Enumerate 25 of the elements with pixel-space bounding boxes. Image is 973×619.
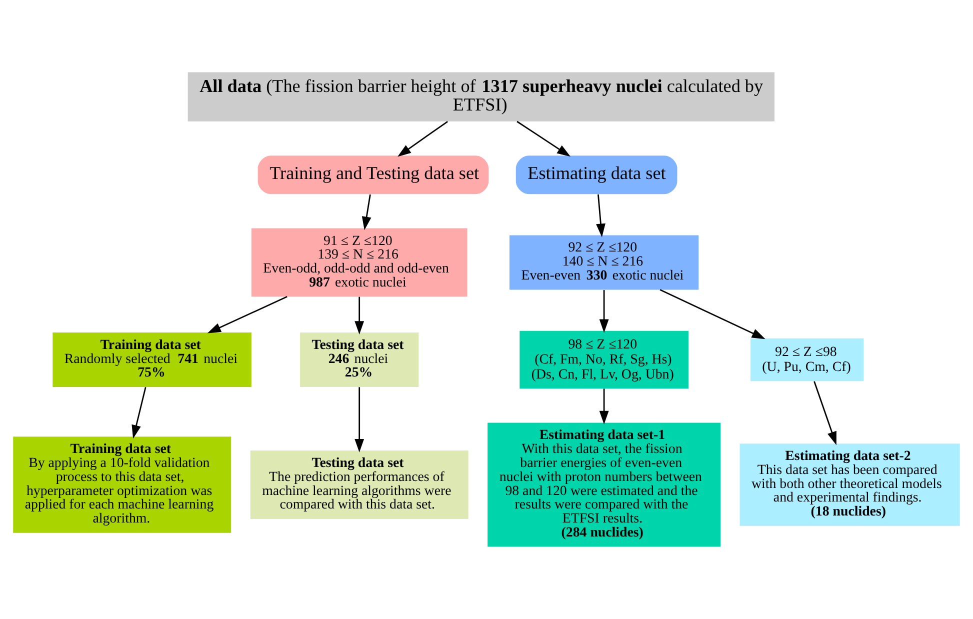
node-box: Estimating data set [516, 156, 678, 194]
arrow [814, 381, 836, 446]
arrow [354, 296, 364, 335]
arrow [354, 387, 364, 452]
arrow [362, 194, 372, 230]
node-box: 92 ≤ Z ≤120 140 ≤ N ≤ 216 Even-even 330 exotic nuclei [509, 235, 699, 290]
node-box: Training data set Randomly selected 741 nuclei 75% [52, 332, 252, 387]
node-box: All data (The fission barrier height of 1317 superheavy nuclei calculated by ETFSI) [188, 72, 774, 122]
node-box: Training data set By applying a 10-fold validation process to this data set, hyperparameter optimization was applied for each machine learning algorithm. [13, 436, 232, 533]
node-box: 98 ≤ Z ≤120 (Cf, Fm, No, Rf, Sg, Hs) (Ds, Cn, Fl, Lv, Og, Ubn) [520, 330, 688, 389]
node-box: Estimating data set-1 With this data set, the fission barrier energies of even-even nuclei with proton numbers between 98 and 120 were estimated and the results were compared with the ETFSI results. (284 nuclides) [488, 422, 721, 547]
arrow [599, 290, 609, 333]
node-box: Testing data set 246 nuclei 25% [300, 332, 419, 387]
node-box: Testing data set The prediction performances of machine learning algorithms were compared with this data set. [250, 450, 468, 519]
arrow [132, 387, 146, 439]
arrow [596, 194, 606, 238]
node-box: Estimating data set-2 This data set has been compared with both other theoretical models and experimental findings. (18 nuclides) [740, 444, 960, 526]
arrow [599, 388, 609, 424]
node-box: Training and Testing data set [258, 156, 489, 194]
arrow [660, 289, 766, 340]
node-box: 92 ≤ Z ≤98 (U, Pu, Cm, Cf) [750, 338, 864, 382]
arrow [516, 120, 571, 157]
arrow [398, 120, 448, 157]
arrow [207, 296, 288, 334]
node-box: 91 ≤ Z ≤120 139 ≤ N ≤ 216 Even-odd, odd-odd and odd-even 987 exotic nuclei [251, 228, 468, 297]
